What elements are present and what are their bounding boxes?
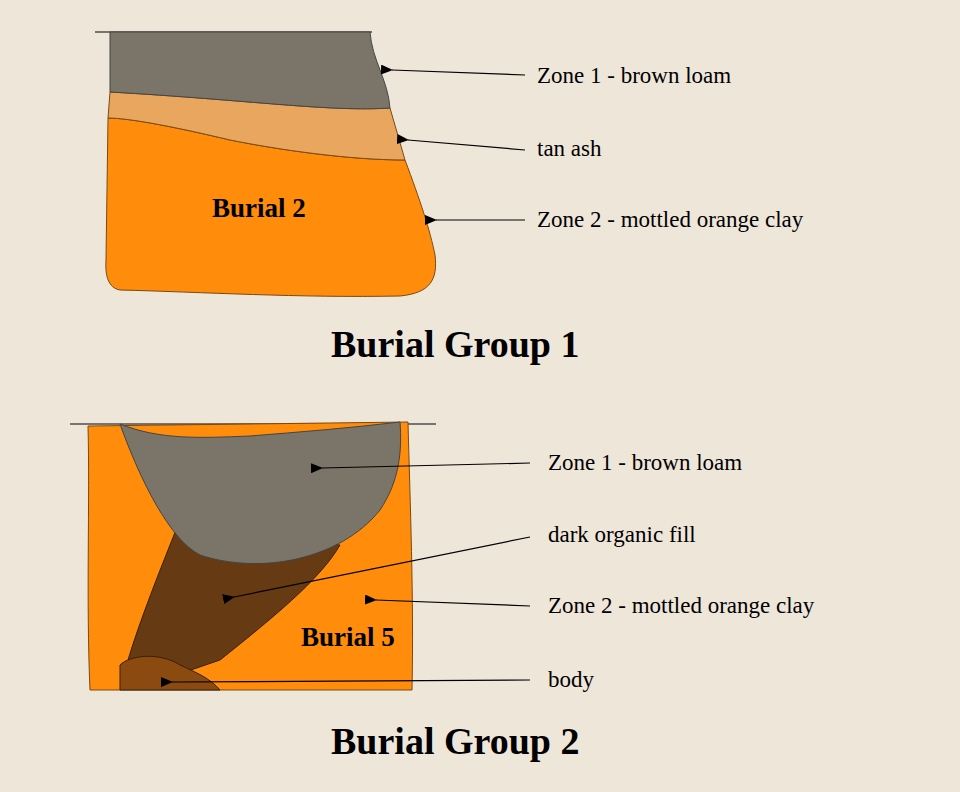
leader-line: [408, 140, 525, 150]
callout-label: body: [548, 667, 594, 693]
burial-label: Burial 2: [212, 193, 306, 224]
brown-loam-zone: [110, 32, 390, 109]
leader-line: [376, 600, 530, 606]
callout-label: tan ash: [537, 136, 602, 162]
leader-line: [436, 219, 525, 220]
callout-label: Zone 2 - mottled orange clay: [548, 593, 814, 619]
burial-label-region: Burial 5: [297, 620, 399, 655]
orange-clay-zone: [88, 422, 413, 690]
leader-line: [392, 70, 525, 75]
group-title: Burial Group 1: [331, 323, 579, 367]
leader-line: [234, 537, 530, 597]
callout-label: dark organic fill: [548, 522, 696, 548]
callout-label: Zone 2 - mottled orange clay: [537, 207, 803, 233]
group-title: Burial Group 2: [331, 720, 579, 764]
callout-label: Zone 1 - brown loam: [537, 63, 731, 89]
leader-line: [172, 680, 530, 682]
callout-label: Zone 1 - brown loam: [548, 450, 742, 476]
burial-label-region: Burial 2: [208, 191, 310, 226]
brown-loam-zone: [120, 422, 401, 564]
leader-line: [322, 463, 530, 468]
burial-label: Burial 5: [301, 622, 395, 653]
body-shape: [120, 656, 220, 690]
